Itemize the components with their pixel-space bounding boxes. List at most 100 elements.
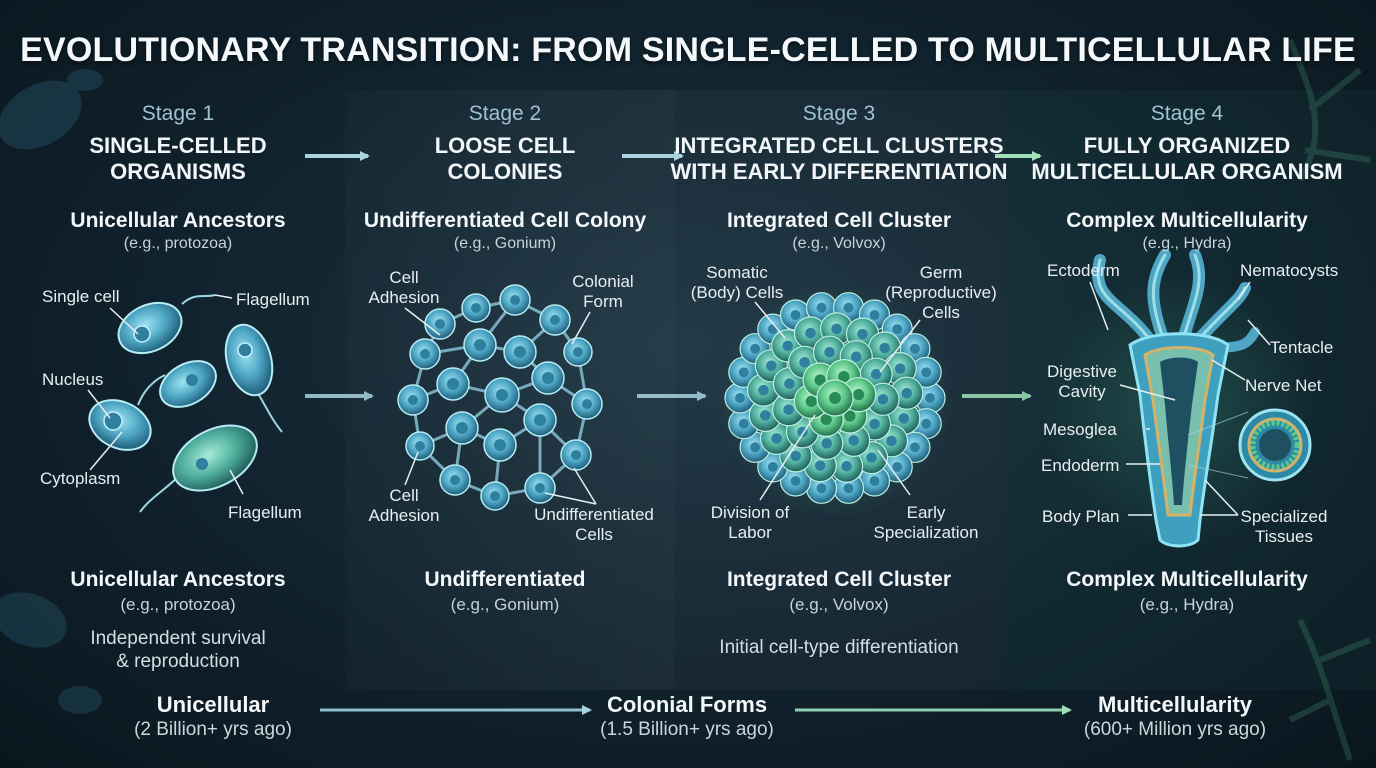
label-nematocysts: Nematocysts <box>1240 261 1339 280</box>
volvox-nucleus <box>848 435 859 446</box>
stage-1-example: (e.g., protozoa) <box>123 235 233 252</box>
volvox-nucleus <box>869 476 880 486</box>
volvox-nucleus <box>831 323 842 335</box>
stage-4-bottom-example: (e.g., Hydra) <box>1139 595 1235 614</box>
stage-1-label: Stage 1 <box>141 102 215 125</box>
stage-1-bottom-example: (e.g., protozoa) <box>120 595 236 614</box>
volvox-nucleus <box>750 343 761 354</box>
volvox-nucleus <box>767 324 778 335</box>
protozoa-cell-4 <box>88 399 152 451</box>
volvox-nucleus <box>782 340 793 352</box>
timeline-unicellular: Unicellular <box>156 692 270 717</box>
cross-section <box>1187 408 1312 482</box>
volvox-nucleus <box>843 302 854 313</box>
volvox-nucleus <box>790 476 801 486</box>
protozoa-cell-5 <box>139 424 258 513</box>
volvox-nucleus <box>805 395 817 408</box>
background-microbes <box>0 38 1372 761</box>
stage-3-bottom-example: (e.g., Volvox) <box>789 595 889 614</box>
volvox-nucleus <box>870 368 882 380</box>
volvox-nucleus <box>805 327 816 339</box>
label-nucleus: Nucleus <box>42 370 104 389</box>
volvox-nucleus <box>784 378 795 389</box>
stage-3-bottom-title: Integrated Cell Cluster <box>726 568 952 591</box>
volvox-nucleus <box>850 351 862 362</box>
volvox-nucleus <box>816 302 827 313</box>
stage-3-subtitle: Integrated Cell Cluster <box>726 209 952 232</box>
volvox-nucleus <box>766 360 777 372</box>
volvox-nucleus <box>843 483 854 494</box>
stage-2-subtitle: Undifferentiated Cell Colony <box>363 209 647 232</box>
timeline-unicellular-time: (2 Billion+ yrs ago) <box>134 719 292 740</box>
stage-2-bottom-title: Undifferentiated <box>424 568 586 591</box>
volvox-nucleus <box>886 435 897 447</box>
label-tentacle: Tentacle <box>1270 338 1334 357</box>
stage-1-description: Independent survival& reproduction <box>90 628 266 672</box>
stage-3-label: Stage 3 <box>802 102 876 125</box>
timeline-colonial-time: (1.5 Billion+ yrs ago) <box>600 719 774 740</box>
volvox-nucleus <box>771 433 782 444</box>
volvox-nucleus <box>901 387 913 399</box>
volvox-nucleus <box>814 374 826 386</box>
volvox-nucleus <box>892 461 903 472</box>
volvox-nucleus <box>767 461 778 472</box>
volvox-nucleus <box>799 357 810 368</box>
volvox-nucleus <box>894 363 906 374</box>
stage-1-subtitle: Unicellular Ancestors <box>70 209 286 232</box>
stage-4-bottom-title: Complex Multicellularity <box>1066 568 1308 591</box>
label-endoderm: Endoderm <box>1041 456 1120 475</box>
volvox-nucleus <box>841 460 852 472</box>
volvox-nucleus <box>738 367 749 378</box>
stage-1-bottom-title: Unicellular Ancestors <box>70 568 286 591</box>
volvox-nucleus <box>869 418 880 430</box>
volvox-nucleus <box>909 343 920 354</box>
volvox-nucleus <box>909 442 920 453</box>
volvox-nucleus <box>750 442 761 453</box>
volvox-nucleus <box>790 310 801 320</box>
stage-2-example: (e.g., Gonium) <box>453 235 557 252</box>
stage-4-illustration <box>1040 249 1320 550</box>
label-flagellum-bottom: Flagellum <box>228 503 302 522</box>
volvox-nucleus <box>829 392 841 404</box>
label-cytoplasm: Cytoplasm <box>40 469 121 488</box>
volvox-nucleus <box>820 413 832 426</box>
stage-2-illustration <box>397 284 603 511</box>
label-nerve-net: Nerve Net <box>1245 376 1322 395</box>
stage-3-illustration <box>715 280 955 520</box>
stage-2-bottom-example: (e.g., Gonium) <box>450 595 560 614</box>
volvox-nucleus <box>738 418 749 429</box>
stage-4-label: Stage 4 <box>1150 102 1224 125</box>
timeline-multicellularity-time: (600+ Million yrs ago) <box>1083 719 1267 740</box>
volvox-nucleus <box>758 384 769 396</box>
protozoa-cell-2 <box>224 323 283 433</box>
volvox-nucleus <box>898 413 910 424</box>
page-title: EVOLUTIONARY TRANSITION: FROM SINGLE-CEL… <box>20 31 1356 69</box>
volvox-nucleus <box>814 460 826 471</box>
timeline-multicellularity: Multicellularity <box>1097 692 1253 717</box>
volvox-nucleus <box>760 410 771 421</box>
label-ectoderm: Ectoderm <box>1047 261 1120 280</box>
volvox-nucleus <box>838 370 850 383</box>
volvox-nucleus <box>869 310 880 320</box>
timeline-colonial: Colonial Forms <box>606 692 768 717</box>
volvox-nucleus <box>857 328 868 340</box>
volvox-nucleus <box>921 418 932 429</box>
stage-4-example: (e.g., Hydra) <box>1142 235 1232 252</box>
stage-4-subtitle: Complex Multicellularity <box>1066 209 1308 232</box>
volvox-nucleus <box>844 410 856 422</box>
colony-nuclei <box>408 295 592 501</box>
volvox-nucleus <box>877 394 889 405</box>
volvox-nucleus <box>821 438 833 449</box>
volvox-nucleus <box>735 393 745 403</box>
volvox-nucleus <box>816 483 827 494</box>
